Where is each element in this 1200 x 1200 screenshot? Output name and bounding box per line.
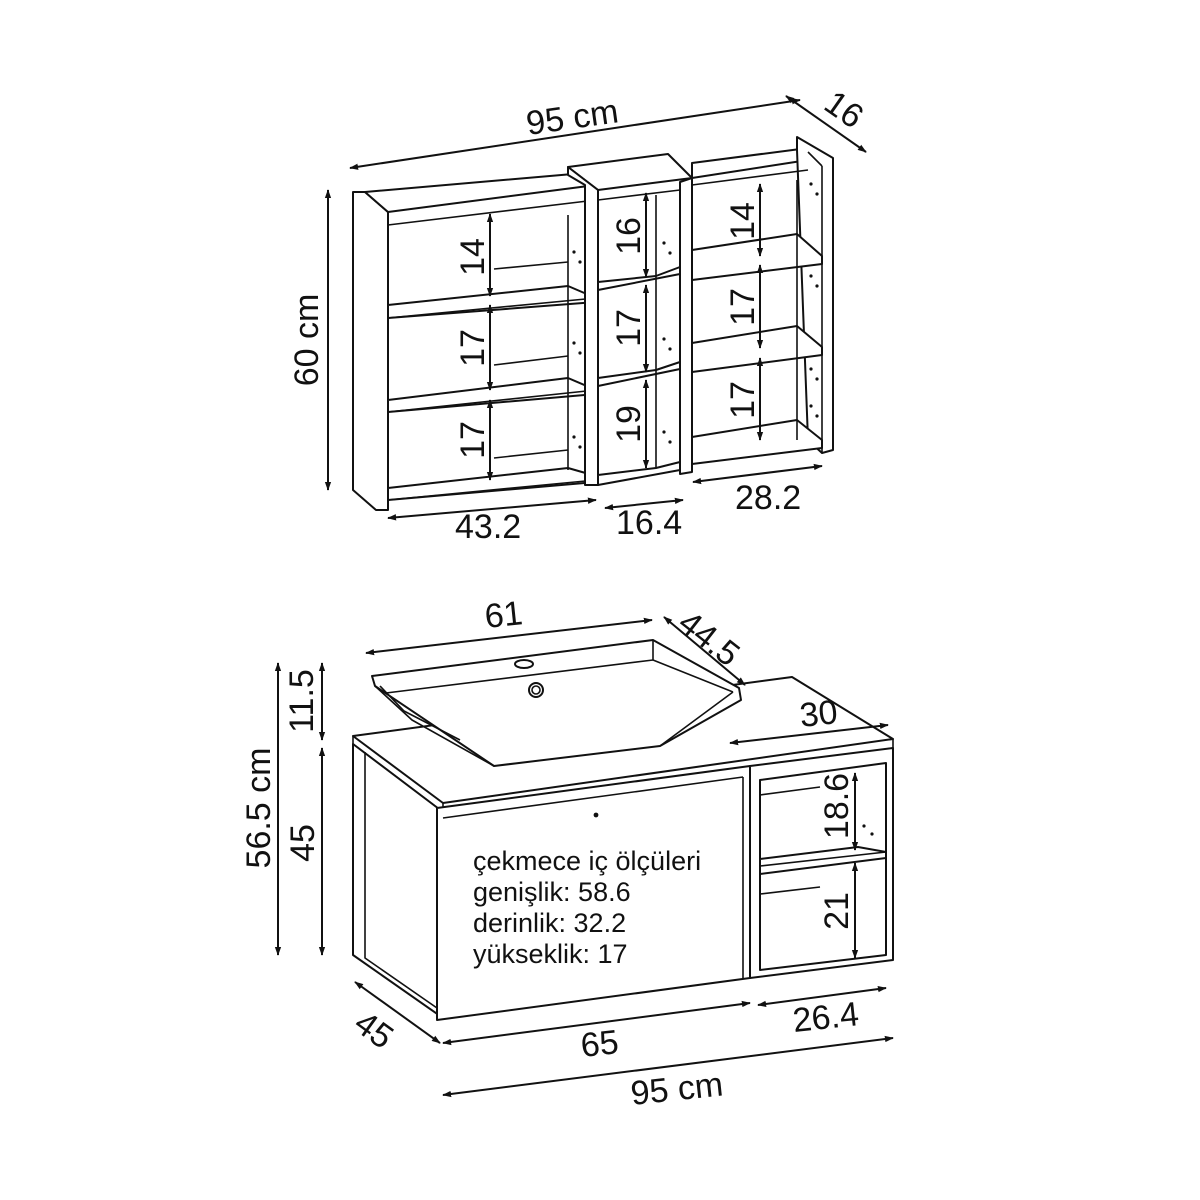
left-top-board	[364, 171, 597, 213]
vanity-unit	[352, 639, 894, 1021]
sink-width-arrow	[365, 617, 653, 656]
total-width-label: 95 cm	[629, 1065, 725, 1112]
cabinet-height-label: 45	[284, 824, 322, 862]
right-shelf-1-label: 14	[724, 202, 762, 240]
right-shelf-3-label: 17	[724, 381, 762, 419]
middle-shelf-3-label: 19	[610, 405, 648, 443]
sink-height-label: 11.5	[283, 669, 321, 733]
drawer-note-depth: derinlik: 32.2	[473, 908, 626, 938]
top-height-label: 60 cm	[288, 294, 326, 387]
left-bottom-board	[387, 467, 597, 501]
right-width-label: 28.2	[735, 479, 801, 517]
middle-shelf-2	[597, 361, 681, 387]
middle-shelf-2-label: 17	[610, 309, 648, 347]
drawer-note-height: yükseklik: 17	[473, 939, 628, 969]
left-side-panel	[352, 191, 389, 511]
depth-arrow	[785, 95, 867, 153]
total-height-label: 56.5 cm	[240, 748, 278, 869]
top-width-label: 95 cm	[524, 92, 621, 143]
drain-hole	[528, 682, 544, 698]
middle-shelf-1-label: 16	[610, 217, 648, 255]
sink-width-label: 61	[483, 594, 525, 636]
open-width-label: 26.4	[791, 995, 861, 1040]
right-shelf-2	[691, 325, 823, 373]
open-shelf-middle-board	[759, 846, 887, 875]
cabinet-depth-label: 45	[347, 1004, 400, 1057]
drawer-width-label: 65	[579, 1023, 621, 1065]
right-top-board	[691, 147, 809, 179]
width-arrow	[349, 98, 801, 170]
open-shelf-bottom-label: 21	[818, 892, 856, 930]
right-shelf-2-label: 17	[724, 288, 762, 326]
right-side-panel	[796, 136, 834, 454]
total-width-arrow	[442, 1035, 894, 1098]
wall-shelf-dimensions	[324, 95, 867, 521]
faucet-hole	[514, 659, 534, 669]
left-shelf-3-label: 17	[454, 421, 492, 459]
top-right-depth-label: 30	[798, 693, 840, 735]
middle-right-panel	[679, 177, 693, 475]
left-width-label: 43.2	[455, 508, 521, 546]
middle-left-panel	[567, 166, 599, 486]
cabinet-depth-arrow	[354, 981, 441, 1044]
sink-depth-arrow	[663, 616, 746, 686]
middle-width-label: 16.4	[616, 504, 682, 542]
left-shelf-2-label: 17	[454, 329, 492, 367]
top-right-depth-arrow	[729, 722, 889, 746]
middle-shelf-1	[597, 266, 681, 291]
left-shelf-1	[387, 285, 597, 319]
left-shelf-2	[387, 377, 597, 413]
open-shelf-top-label: 18.6	[818, 773, 856, 839]
drawer-note-title: çekmece iç ölçüleri	[473, 846, 701, 876]
middle-bottom-board	[597, 461, 681, 486]
vanity-dimensions	[274, 616, 894, 1098]
left-shelf-1-label: 14	[454, 238, 492, 276]
drawer-handle-dot	[593, 812, 599, 818]
right-bottom-board	[691, 419, 823, 465]
open-width-arrow	[757, 985, 887, 1008]
drawer-note-width: genişlik: 58.6	[473, 877, 631, 907]
top-depth-label: 16	[817, 83, 870, 136]
